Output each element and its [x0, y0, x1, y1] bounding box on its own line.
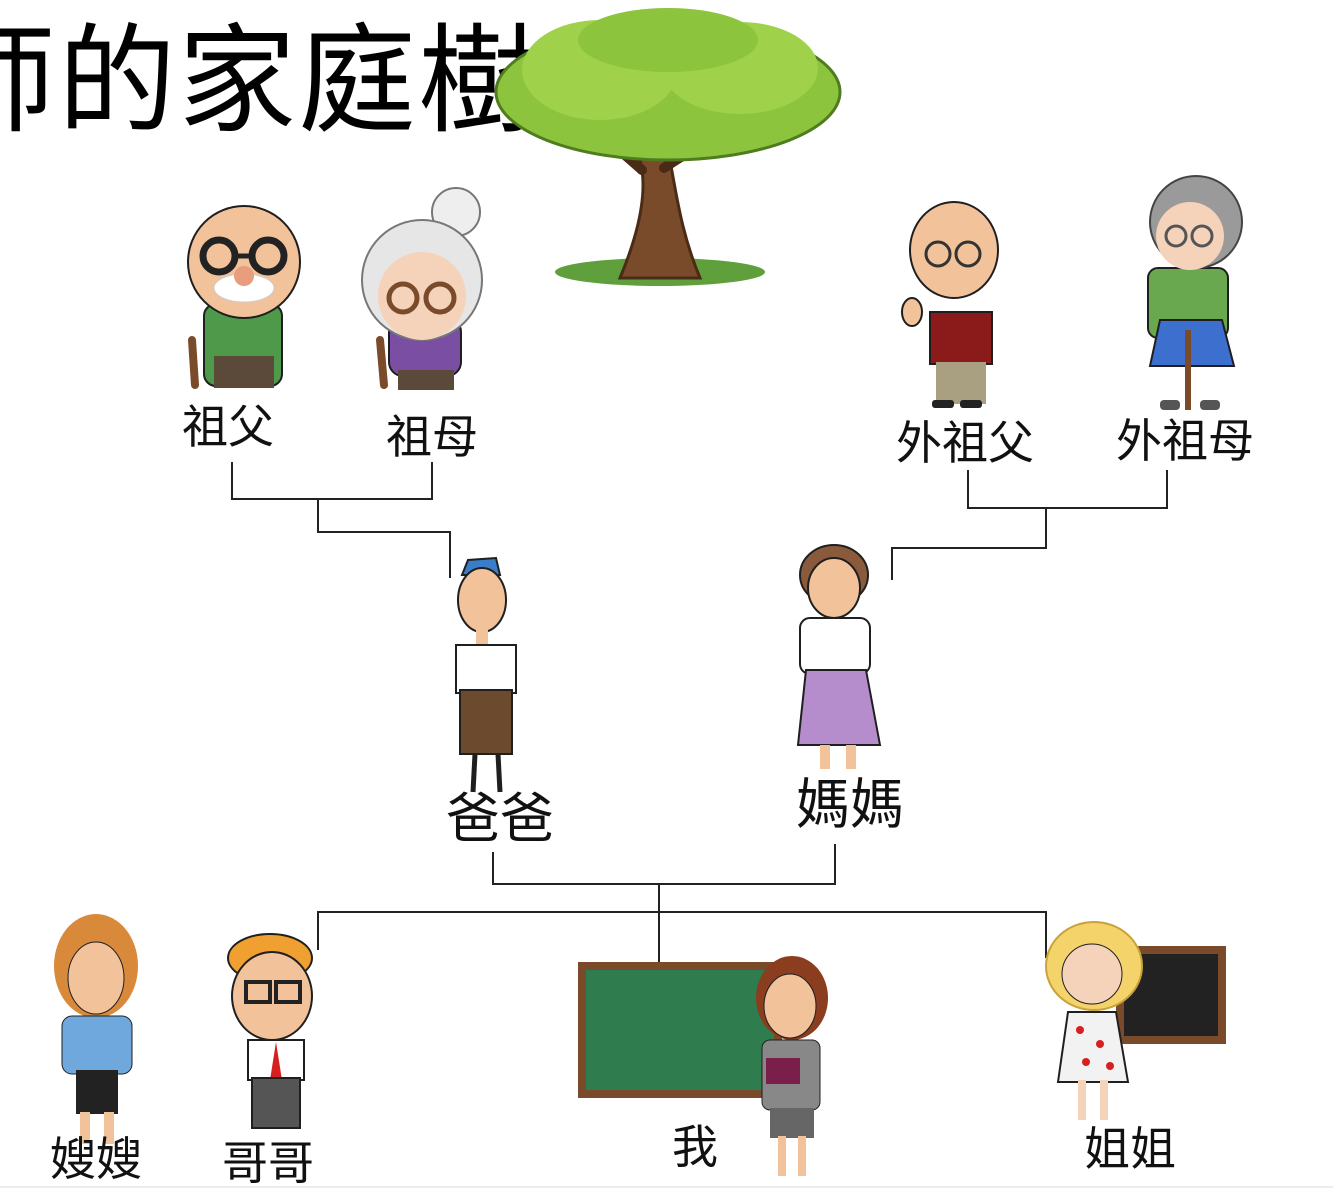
- label-me: 我: [672, 1120, 718, 1174]
- father-icon: [455, 556, 517, 793]
- maternal-grandfather-icon: [901, 201, 999, 408]
- grandmother-icon: [361, 187, 483, 390]
- label-elder-brother: 哥哥: [222, 1136, 314, 1190]
- connector-parents: [492, 844, 836, 885]
- me-icon: [578, 956, 828, 1176]
- tree-icon: [494, 8, 842, 286]
- connector-maternal-grandparents: [967, 470, 1168, 509]
- elder-sister-icon: [1045, 921, 1226, 1120]
- label-maternal-grandmother: 外祖母: [1116, 414, 1254, 468]
- mother-icon: [796, 544, 882, 769]
- connector-children: [317, 911, 1047, 958]
- grandfather-icon: [187, 205, 301, 389]
- bottom-divider: [0, 1186, 1333, 1188]
- label-grandfather: 祖父: [182, 400, 274, 454]
- page-title: 师的家庭樹: [0, 12, 539, 150]
- connector-lines: [231, 462, 1168, 970]
- label-mother: 媽媽: [796, 773, 904, 836]
- connector-grandparents: [231, 462, 433, 500]
- label-father: 爸爸: [446, 787, 554, 850]
- connector-grandparents-to-father: [317, 499, 451, 578]
- elder-brother-icon: [227, 933, 313, 1129]
- label-elder-sister: 姐姐: [1084, 1122, 1176, 1176]
- label-sister-in-law: 嫂嫂: [50, 1132, 142, 1186]
- label-grandmother: 祖母: [386, 410, 478, 464]
- sister-in-law-icon: [54, 914, 138, 1144]
- connector-maternal-to-mother: [891, 508, 1047, 580]
- maternal-grandmother-icon: [1147, 175, 1243, 410]
- label-maternal-grandfather: 外祖父: [896, 416, 1034, 470]
